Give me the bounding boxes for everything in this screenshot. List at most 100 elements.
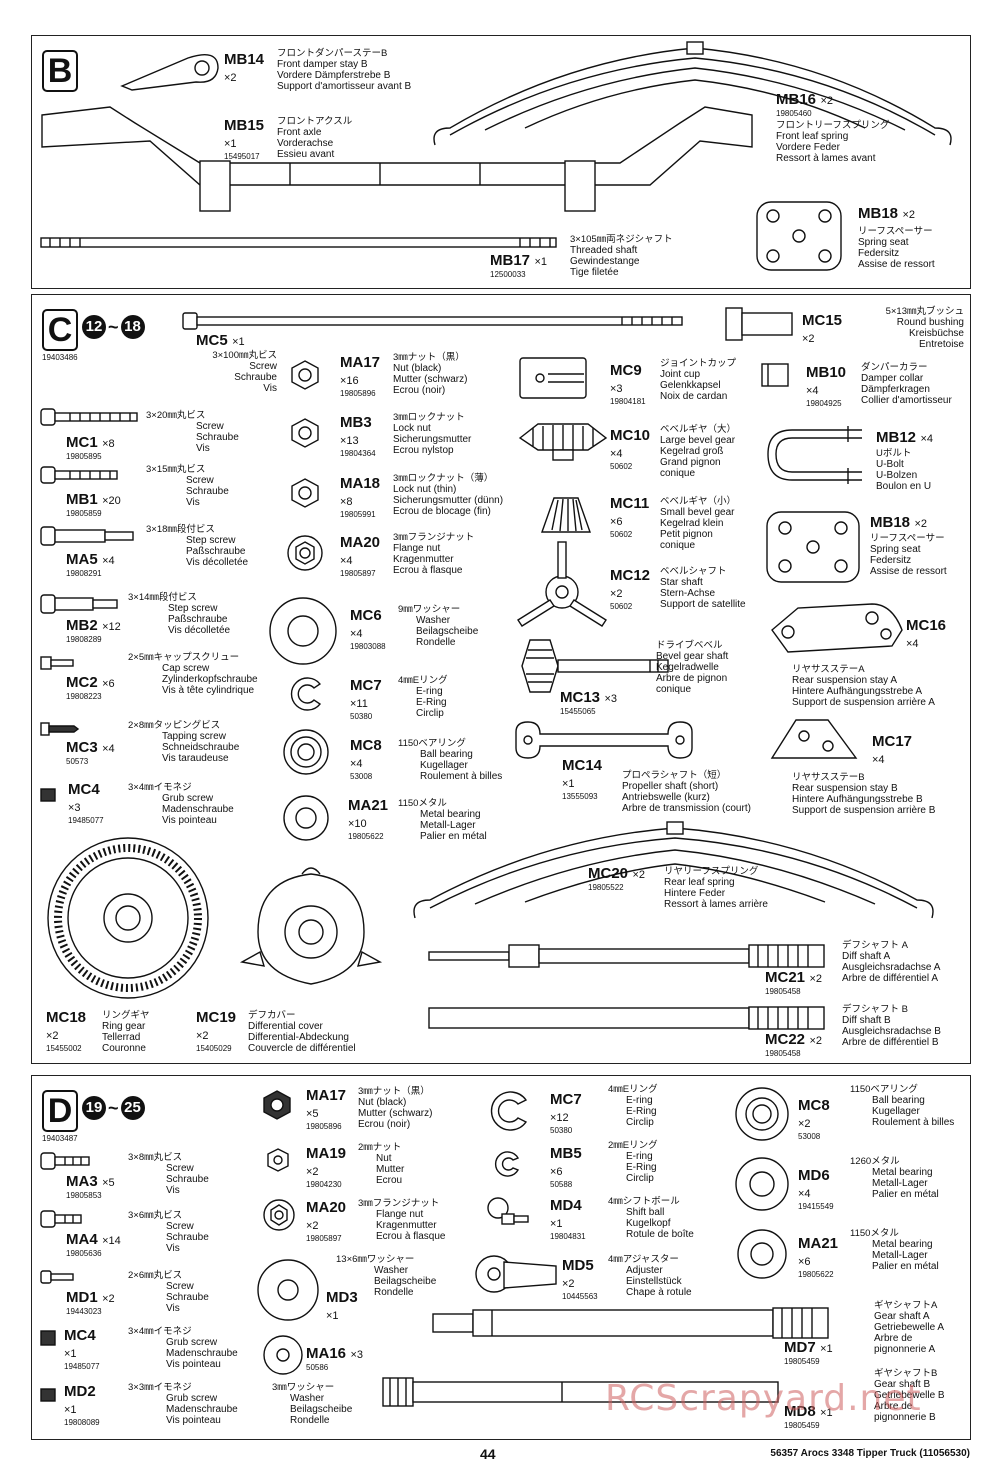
grub-screw-drawing	[40, 788, 56, 802]
metal-bearing-1150-d-drawing	[737, 1229, 787, 1279]
watermark: RCScrapyard.net	[605, 1378, 922, 1419]
shift-ball-drawing	[487, 1197, 529, 1225]
document-title: 56357 Arocs 3348 Tipper Truck (11056530)	[770, 1448, 970, 1459]
part-mb18-b: MB18 ×2	[858, 205, 916, 222]
diff-shaft-a-drawing	[428, 944, 825, 968]
gear-shaft-a-drawing	[432, 1307, 829, 1339]
step-end: 18	[120, 315, 145, 339]
damper-collar-drawing	[761, 363, 789, 387]
nut-2mm-drawing	[267, 1148, 289, 1172]
step-screw-3x18-drawing	[40, 526, 134, 546]
section-ref: 19403486	[42, 353, 78, 362]
ball-bearing-drawing	[283, 729, 329, 775]
screw-3x20-drawing	[40, 408, 138, 426]
e-ring-2mm-drawing	[494, 1151, 520, 1177]
metal-bearing-1260-drawing	[735, 1157, 789, 1211]
section-letter: D	[42, 1090, 78, 1132]
grub-screw-3x3-drawing	[40, 1388, 56, 1402]
spring-seat-c-drawing	[766, 511, 860, 583]
joint-cup-drawing	[519, 357, 587, 399]
part-md3: MD3×1	[326, 1289, 358, 1322]
differential-cover-drawing	[239, 867, 383, 985]
screw-3x8-drawing	[40, 1152, 90, 1170]
star-shaft-drawing	[517, 541, 607, 627]
nut-drawing	[291, 360, 319, 390]
propeller-shaft-drawing	[515, 721, 693, 759]
thin-lock-nut-drawing	[291, 478, 319, 508]
page-number: 44	[480, 1446, 496, 1462]
washer-3mm-drawing	[263, 1335, 303, 1375]
part-mc5: MC5 ×1	[196, 332, 245, 349]
part-mc15: MC15×2	[802, 312, 843, 345]
part-mb18-c: MB18 ×2	[870, 514, 928, 531]
step-start: 19	[82, 1096, 106, 1120]
spring-seat-drawing	[756, 201, 842, 271]
desc-ma17-c: 3㎜ナット（黒）Nut (black)Mutter (schwarz)Ecrou…	[393, 352, 468, 396]
gear-shaft-b-drawing	[382, 1377, 779, 1407]
bearing-1150-d-drawing	[735, 1087, 789, 1141]
round-bushing-drawing	[725, 307, 793, 341]
e-ring-4mm-drawing	[490, 1091, 528, 1131]
ring-gear-drawing	[47, 837, 209, 999]
screw-3x15-drawing	[40, 466, 118, 484]
part-mc16: MC16×4	[906, 617, 947, 650]
cap-screw-drawing	[40, 656, 74, 670]
step-start: 12	[82, 315, 106, 339]
